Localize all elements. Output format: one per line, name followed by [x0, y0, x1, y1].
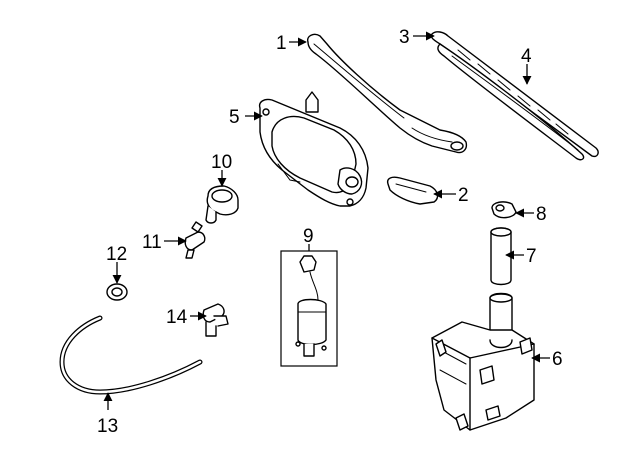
callout-11: 11 [142, 232, 162, 253]
arm-cap [386, 176, 439, 205]
callout-5: 5 [229, 107, 240, 128]
callout-7: 7 [526, 246, 537, 267]
reservoir-cap [491, 201, 517, 219]
callout-6: 6 [552, 349, 563, 370]
callout-2: 2 [458, 185, 469, 206]
washer-reservoir [431, 292, 535, 431]
grommet [106, 283, 128, 301]
wiper-blade [430, 31, 599, 161]
wiper-motor-cover [258, 91, 369, 207]
callout-14: 14 [166, 307, 188, 328]
filler-neck [490, 227, 512, 286]
callout-9: 9 [303, 226, 314, 247]
callout-arrows [103, 31, 550, 410]
callout-13: 13 [97, 416, 118, 437]
washer-pump [280, 250, 338, 367]
washer-hose [59, 315, 203, 395]
callout-4: 4 [521, 46, 532, 67]
callout-8: 8 [536, 204, 547, 225]
washer-nozzle [205, 185, 239, 224]
wiper-arm [307, 33, 468, 154]
hose-connector [184, 221, 206, 259]
callout-3: 3 [399, 27, 410, 48]
callout-12: 12 [106, 244, 127, 265]
callout-10: 10 [211, 152, 232, 173]
callout-1: 1 [276, 33, 287, 54]
hose-clip [202, 303, 229, 337]
callout-labels: 1 2 3 4 5 6 7 8 9 10 11 12 13 14 [97, 27, 563, 437]
